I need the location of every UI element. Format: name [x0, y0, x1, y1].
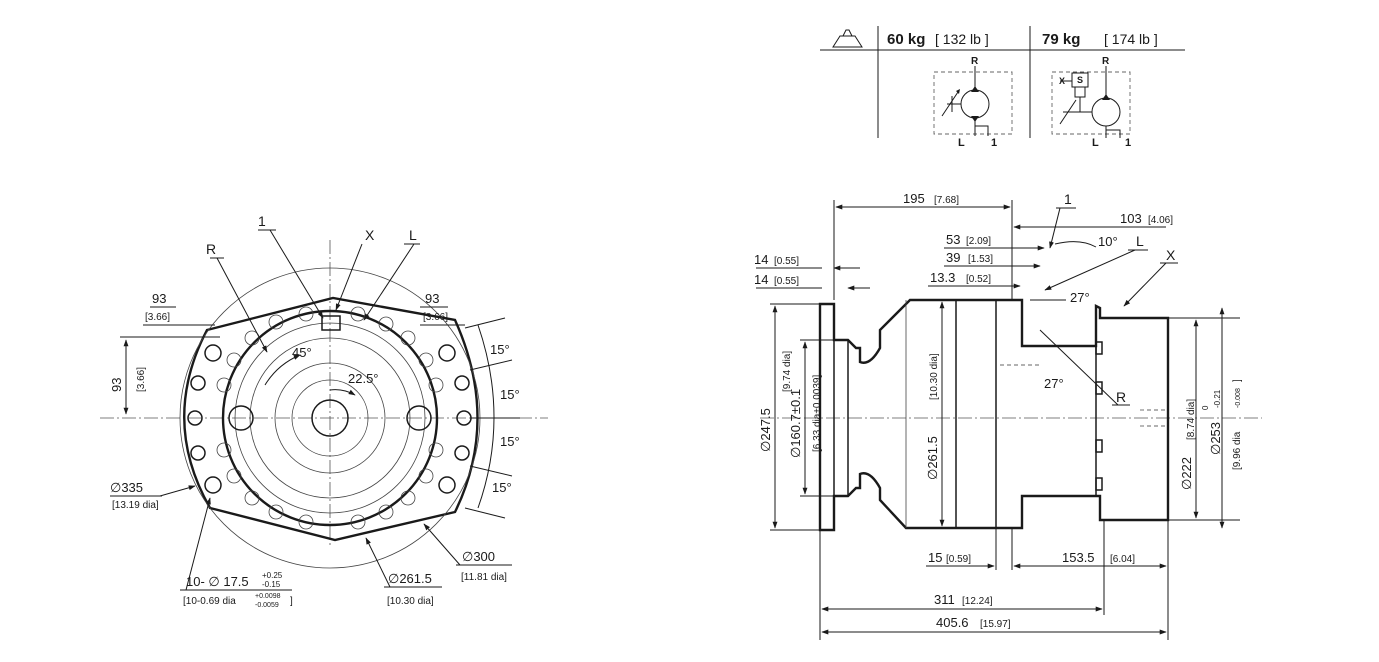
weight-1-lb: [ 132 lb ] — [935, 31, 989, 47]
front-d93-left-in: [3.66] — [145, 312, 170, 323]
side-v1607: ∅160.7±0.1 — [788, 389, 803, 458]
front-label-R: R — [206, 241, 216, 257]
weight-icon — [832, 29, 863, 48]
front-label-1: 1 — [258, 213, 266, 229]
side-d103: 103 — [1120, 211, 1142, 226]
side-v222-in: [8.74 dia] — [1186, 399, 1197, 440]
side-v2475: ∅247.5 — [758, 408, 773, 452]
weight-table: 60 kg [ 132 lb ] 79 kg [ 174 lb ] — [820, 26, 1185, 138]
side-label-L: L — [1136, 233, 1144, 249]
front-d335-in: [13.19 dia] — [112, 500, 159, 511]
schem2-X: X — [1059, 76, 1065, 86]
side-d15-in: [0.59] — [946, 554, 971, 565]
hydraulic-schematic-1: R L 1 — [933, 56, 1013, 149]
schem1-R: R — [971, 56, 979, 67]
side-d13: 13.3 — [930, 270, 955, 285]
side-d53: 53 — [946, 232, 960, 247]
front-d93-right: 93 — [425, 291, 439, 306]
front-d93-vertical: 93 — [109, 378, 124, 392]
front-angle-15-1: 15° — [490, 342, 510, 357]
schem2-R: R — [1102, 56, 1110, 67]
schem2-S: S — [1077, 75, 1083, 85]
side-d14b: 14 — [754, 272, 768, 287]
front-d300-in: [11.81 dia] — [461, 572, 507, 583]
side-v2615: ∅261.5 — [925, 436, 940, 480]
schem2-1: 1 — [1125, 137, 1131, 149]
side-angle-27a: 27° — [1070, 290, 1090, 305]
schem1-1: 1 — [991, 137, 997, 149]
flange-holes — [187, 344, 472, 494]
side-d13-in: [0.52] — [966, 274, 991, 285]
front-holes-tol-lo: -0.15 — [262, 580, 281, 589]
side-angle-10: 10° — [1098, 234, 1118, 249]
side-d4056: 405.6 — [936, 615, 969, 630]
front-holes-in-tol-lo: -0.0059 — [255, 602, 279, 609]
front-holes-in-close: ] — [290, 596, 293, 607]
front-holes-tol-hi: +0.25 — [262, 571, 283, 580]
side-v222: ∅222 — [1179, 457, 1194, 490]
side-d14b-in: [0.55] — [774, 276, 799, 287]
front-d93-left: 93 — [152, 291, 166, 306]
front-holes-in-tol-hi: +0.0098 — [255, 593, 281, 600]
side-view: 195 [7.68] 1 103 [4.06] 53 [2.09] 10° L … — [754, 191, 1262, 640]
side-v253-tol-lo: -0.21 — [1213, 389, 1222, 408]
front-view: 1 X L R 93 [3.66] 93 [3.66] 93 [3.66] 45… — [100, 213, 548, 609]
front-d93-right-in: [3.66] — [423, 312, 448, 323]
side-v253-in-tol: -0.008 — [1235, 388, 1242, 408]
side-v2475-in: [9.74 dia] — [782, 351, 793, 392]
side-d311-in: [12.24] — [962, 596, 993, 607]
front-d261: ∅261.5 — [388, 571, 432, 586]
side-d39: 39 — [946, 250, 960, 265]
side-d14a-in: [0.55] — [774, 256, 799, 267]
side-d195: 195 — [903, 191, 925, 206]
front-holes-in: [10-0.69 dia — [183, 596, 236, 607]
side-d195-in: [7.68] — [934, 195, 959, 206]
side-d1535-in: [6.04] — [1110, 554, 1135, 565]
side-d39-in: [1.53] — [968, 254, 993, 265]
weight-2-lb: [ 174 lb ] — [1104, 31, 1158, 47]
weight-1: 60 kg — [887, 31, 925, 48]
side-v253-in: [9.96 dia — [1232, 431, 1243, 470]
side-d14a: 14 — [754, 252, 768, 267]
front-d335: ∅335 — [110, 480, 143, 495]
front-angle-15-4: 15° — [492, 480, 512, 495]
front-angle-15-2: 15° — [500, 387, 520, 402]
weight-2: 79 kg — [1042, 31, 1080, 48]
side-label-R: R — [1116, 389, 1126, 405]
side-d53-in: [2.09] — [966, 236, 991, 247]
side-d15: 15 — [928, 550, 942, 565]
front-angle-22-5: 22.5° — [348, 371, 379, 386]
side-v253-in-close: ] — [1232, 379, 1243, 382]
front-angle-45: 45° — [292, 345, 312, 360]
side-v253: ∅253 — [1208, 422, 1223, 455]
side-label-1: 1 — [1064, 191, 1072, 207]
schem1-L: L — [958, 137, 965, 149]
side-v1607-in: [6.33 dia±0.0039] — [812, 375, 823, 452]
front-angle-15-3: 15° — [500, 434, 520, 449]
side-d1535: 153.5 — [1062, 550, 1095, 565]
front-label-L: L — [409, 227, 417, 243]
front-label-X: X — [365, 227, 375, 243]
side-d311: 311 — [934, 592, 955, 607]
hydraulic-schematic-2: R X S L 1 — [1051, 56, 1131, 149]
front-d261-in: [10.30 dia] — [387, 596, 434, 607]
side-d103-in: [4.06] — [1148, 215, 1173, 226]
front-d300: ∅300 — [462, 549, 495, 564]
side-angle-27b: 27° — [1044, 376, 1064, 391]
front-holes: 10- ∅ 17.5 — [186, 574, 249, 589]
schem2-L: L — [1092, 137, 1099, 149]
side-d4056-in: [15.97] — [980, 619, 1011, 630]
front-d93-vertical-in: [3.66] — [136, 367, 147, 392]
side-v253-tol-hi: 0 — [1201, 405, 1210, 410]
side-v2615-in: [10.30 dia] — [929, 353, 940, 400]
side-label-X: X — [1166, 247, 1176, 263]
